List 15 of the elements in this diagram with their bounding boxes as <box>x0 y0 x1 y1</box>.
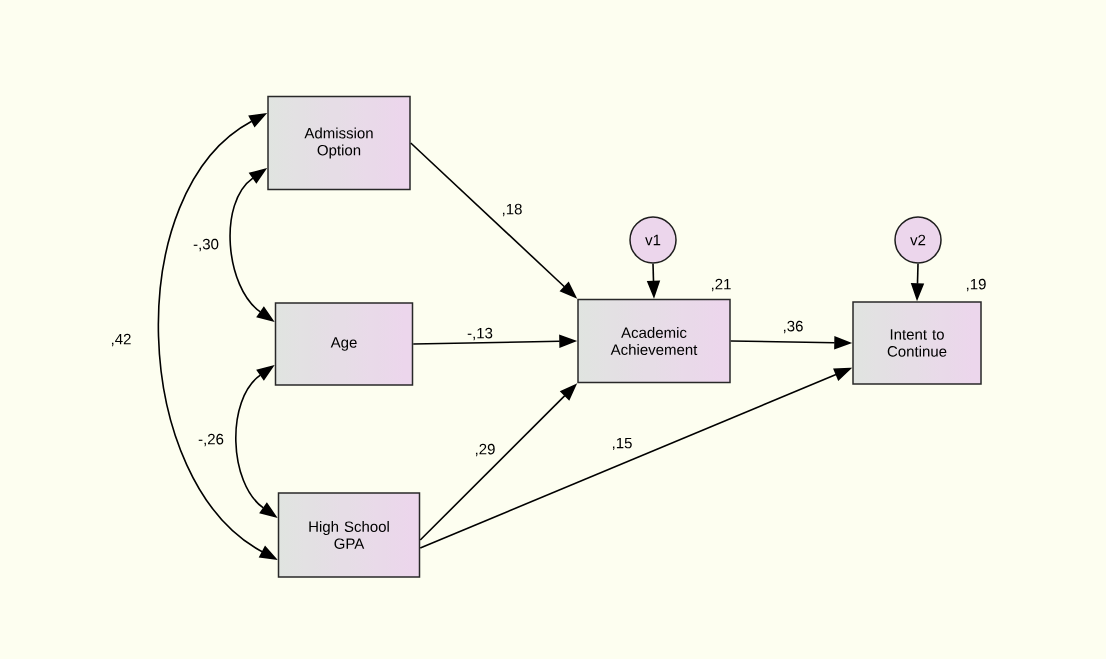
edge-label: ,15 <box>612 437 632 451</box>
edge-label: -,30 <box>193 238 219 252</box>
edge-label: ,36 <box>783 320 803 334</box>
edge-label: ,18 <box>502 203 522 217</box>
coefficient-label: ,19 <box>966 278 986 292</box>
variable-box: Age <box>274 302 414 386</box>
edge-label: ,42 <box>111 333 131 347</box>
variable-box: High School GPA <box>277 492 421 578</box>
edge-label: ,29 <box>475 443 495 457</box>
variable-box: Academic Achievement <box>577 298 731 384</box>
edge-label: -,13 <box>467 327 493 341</box>
variable-box: Intent to Continue <box>852 301 982 385</box>
edge-label: -,26 <box>198 433 224 447</box>
coefficient-label: ,21 <box>711 278 731 292</box>
variable-box: Admission Option <box>267 95 411 191</box>
